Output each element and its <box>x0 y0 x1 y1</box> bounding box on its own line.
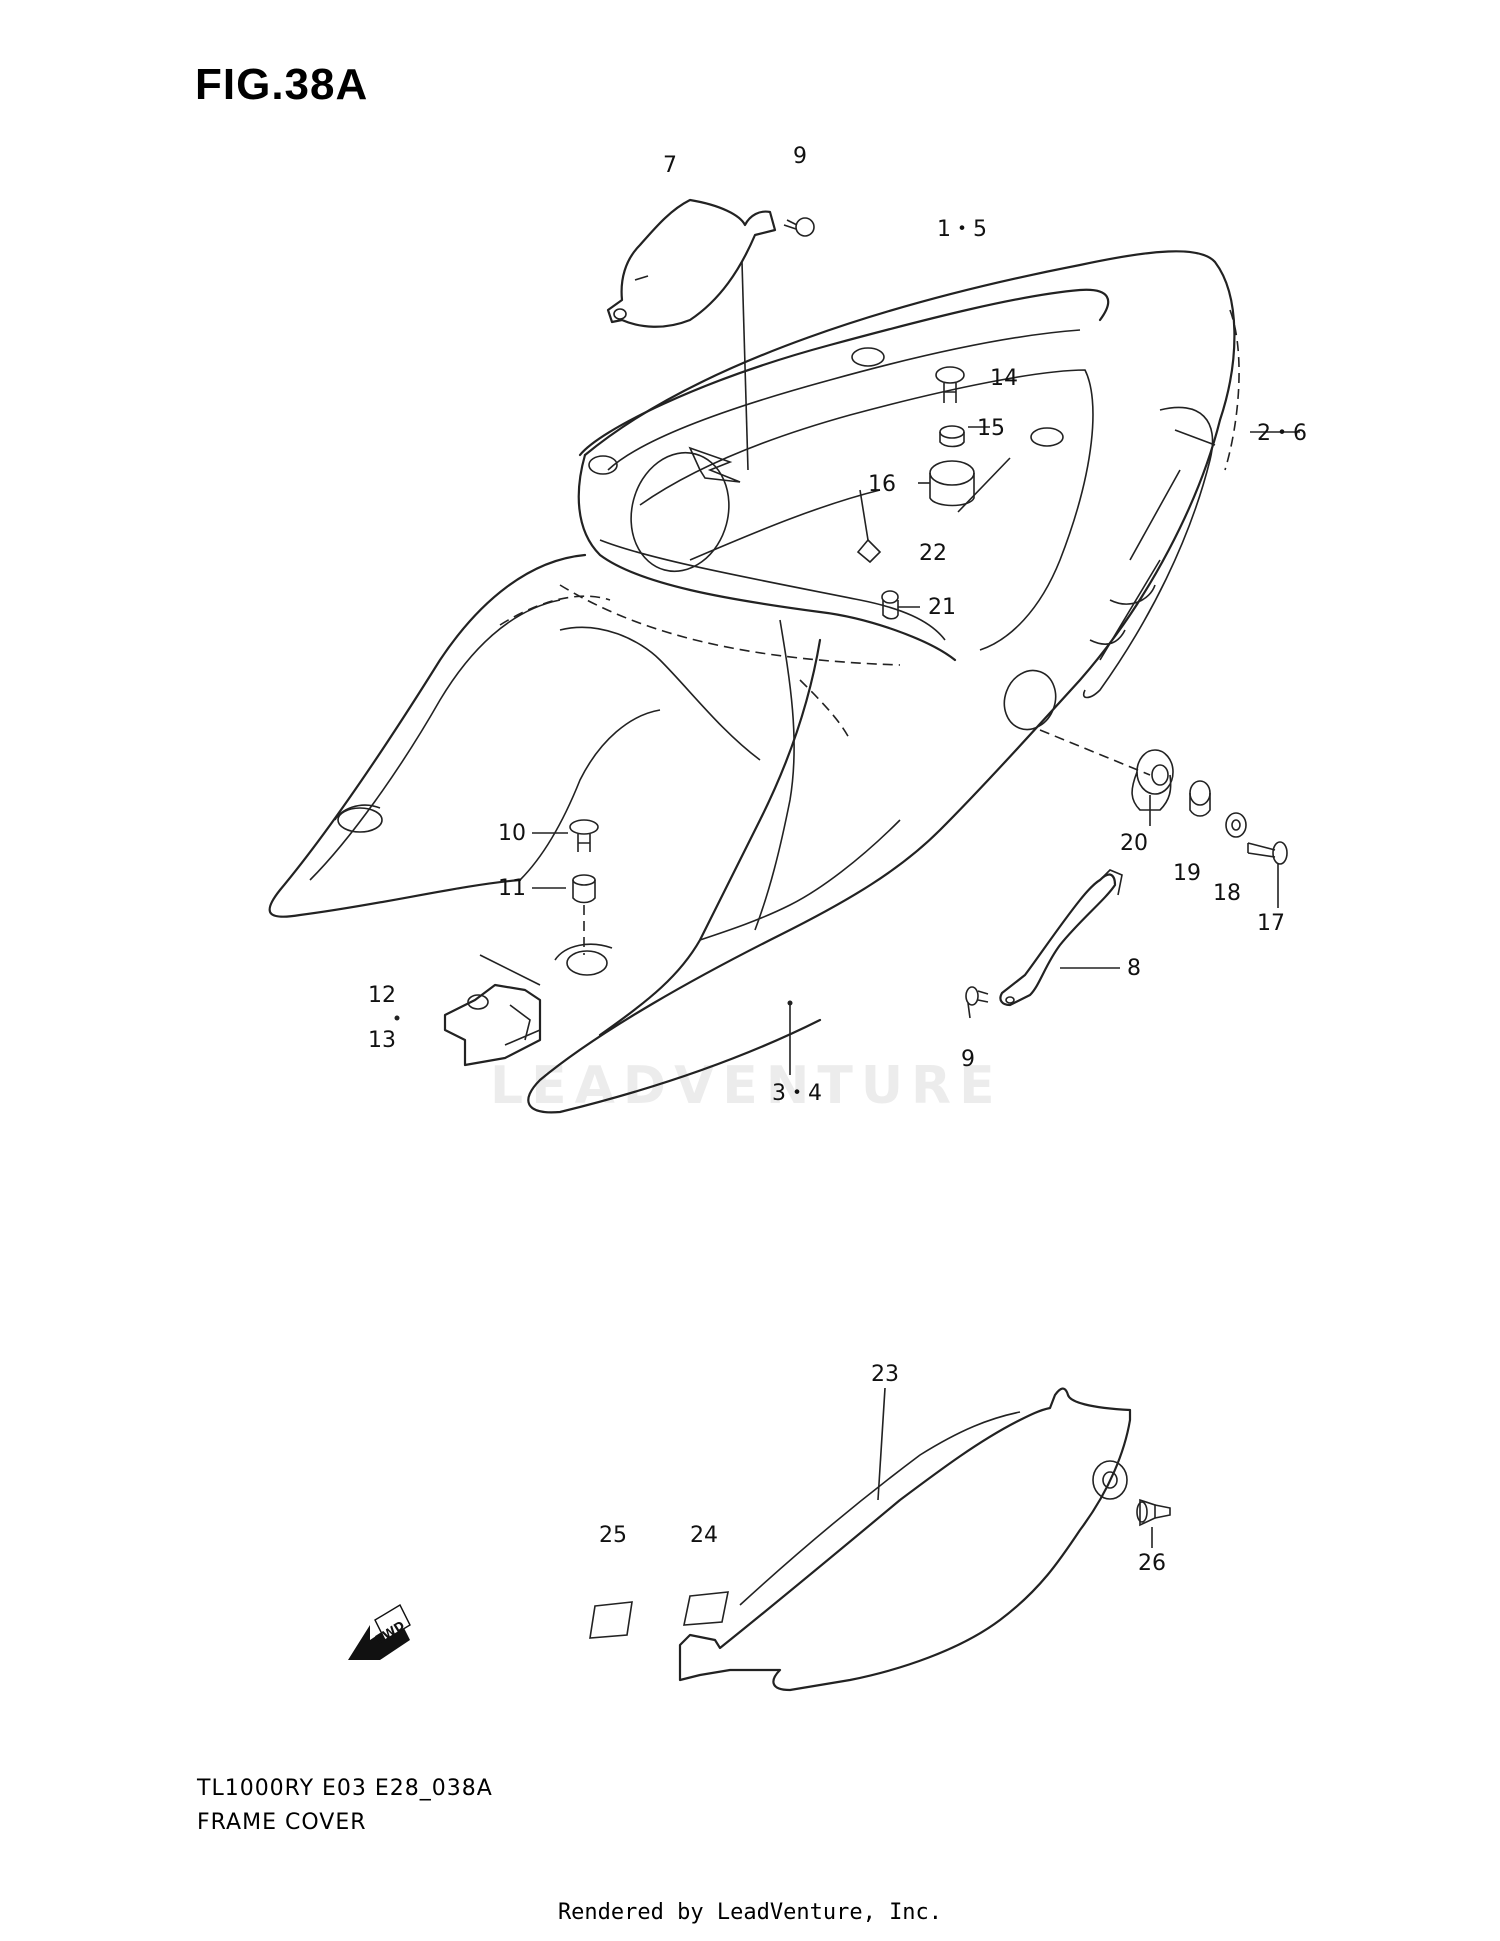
callout-10: 10 <box>498 821 526 846</box>
callout-3-4: 3・4 <box>772 1081 822 1106</box>
pad-25 <box>589 1601 633 1639</box>
screw-9-top <box>783 217 815 237</box>
callout-9b: 9 <box>961 1047 975 1072</box>
seal-piece <box>688 446 741 483</box>
callout-9a: 9 <box>793 144 807 169</box>
seat-tail-cover <box>268 250 1240 1114</box>
screw-9-bottom <box>965 986 989 1006</box>
collar-19 <box>1189 780 1211 817</box>
callout-24: 24 <box>690 1523 718 1548</box>
callout-2-6: 2・6 <box>1257 421 1307 446</box>
callout-13: 13 <box>368 1028 396 1053</box>
callout-25: 25 <box>599 1523 627 1548</box>
model-code: TL1000RY E03 E28_038A <box>197 1776 493 1801</box>
part-name: FRAME COVER <box>197 1810 367 1835</box>
callout-12: 12 <box>368 983 396 1008</box>
callout-14: 14 <box>990 366 1018 391</box>
rivet-26 <box>1136 1498 1171 1527</box>
watermark-text: LEADVENTURE <box>490 1056 1003 1116</box>
callout-21: 21 <box>928 595 956 620</box>
callout-7: 7 <box>663 153 677 178</box>
bracket-8 <box>999 869 1123 1007</box>
rendered-by-credit: Rendered by LeadVenture, Inc. <box>557 1900 943 1925</box>
bracket-7 <box>606 198 777 328</box>
callout-19: 19 <box>1173 861 1201 886</box>
callout-1-5: 1・5 <box>937 217 987 242</box>
callout-15: 15 <box>977 416 1005 441</box>
callout-26: 26 <box>1138 1551 1166 1576</box>
bolt-21 <box>881 590 899 620</box>
callout-18: 18 <box>1213 881 1241 906</box>
bolt-17 <box>1247 841 1288 865</box>
fwd-arrow-icon: FWD <box>348 1604 411 1660</box>
bracket-12-13 <box>443 954 542 1067</box>
screw-10 <box>569 819 599 852</box>
cushion-16 <box>929 460 975 507</box>
clip-22 <box>856 538 882 564</box>
callout-20: 20 <box>1120 831 1148 856</box>
callout-8: 8 <box>1127 956 1141 981</box>
figure-title: FIG.38A <box>195 60 369 109</box>
grommet-20 <box>1131 749 1174 811</box>
callout-17: 17 <box>1257 911 1285 936</box>
callout-22: 22 <box>919 541 947 566</box>
callout-11: 11 <box>498 876 526 901</box>
collar-11 <box>572 874 596 904</box>
collar-15 <box>939 425 965 448</box>
pad-24 <box>683 1591 729 1626</box>
panel-23 <box>678 1387 1132 1692</box>
washer-18 <box>1225 812 1247 838</box>
screw-14 <box>935 366 965 403</box>
callout-23: 23 <box>871 1362 899 1387</box>
callout-16: 16 <box>868 472 896 497</box>
